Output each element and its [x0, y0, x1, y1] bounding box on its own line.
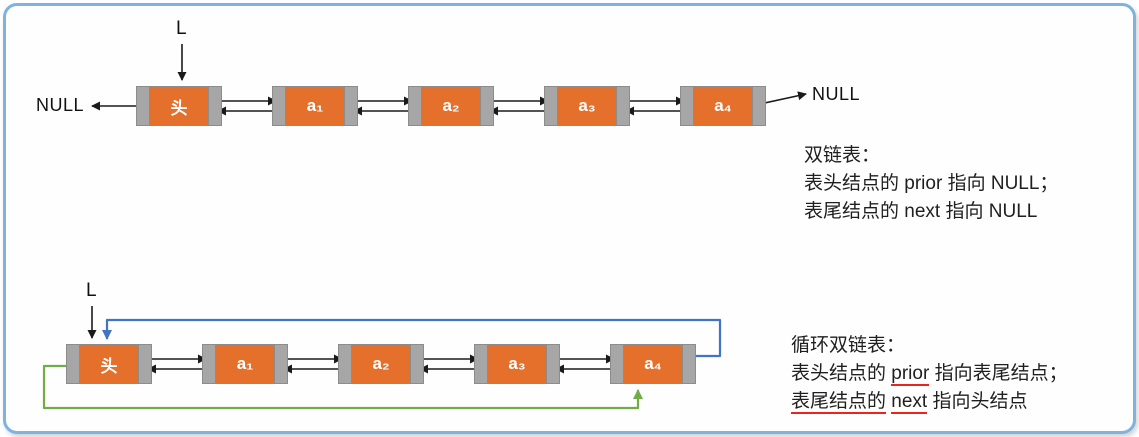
list-node: a₃ — [544, 86, 630, 126]
node-label: a₄ — [694, 87, 752, 125]
notes-title: 循环双链表： — [791, 335, 906, 356]
next-field — [410, 345, 423, 383]
circular-list-notes: 循环双链表： 表头结点的 prior 指向表尾结点； 表尾结点的 next 指向… — [791, 332, 1068, 416]
node-label: a₁ — [216, 345, 274, 383]
note-text: 指向表尾结点； — [929, 363, 1068, 384]
next-field — [480, 87, 493, 125]
prior-field — [475, 345, 488, 383]
notes-title: 双链表： — [804, 145, 881, 166]
next-field — [344, 87, 357, 125]
list-node: a₁ — [202, 344, 288, 384]
prior-field — [339, 345, 352, 383]
diagram-frame: L NULL NULL 头 a₁ a₂ a₃ a₄ 双链表 — [3, 3, 1136, 434]
next-field — [546, 345, 559, 383]
node-label: 头 — [80, 345, 138, 383]
node-label: a₃ — [488, 345, 546, 383]
prior-field — [611, 345, 624, 383]
list-node: a₁ — [272, 86, 358, 126]
prior-field — [137, 87, 150, 125]
next-field — [138, 345, 151, 383]
list-node: a₂ — [408, 86, 494, 126]
prior-field — [545, 87, 558, 125]
node-label: a₃ — [558, 87, 616, 125]
notes-line: 表尾结点的 next 指向 NULL — [804, 201, 1038, 222]
prior-field — [203, 345, 216, 383]
null-pointer-arrow-right — [759, 91, 807, 105]
note-emphasis-next: next — [891, 391, 928, 414]
notes-line: 表尾结点的 next 指向头结点 — [791, 388, 1068, 416]
next-field — [208, 87, 221, 125]
prior-field — [67, 345, 80, 383]
node-label: 头 — [150, 87, 208, 125]
note-text: 表头结点的 — [791, 363, 892, 384]
note-emphasis-prior: prior — [891, 363, 930, 386]
prior-field — [409, 87, 422, 125]
list-node-head: 头 — [66, 344, 152, 384]
list-pointer-label: L — [176, 18, 187, 39]
list-node: a₂ — [338, 344, 424, 384]
prior-field — [273, 87, 286, 125]
node-label: a₂ — [422, 87, 480, 125]
doubly-list-notes: 双链表： 表头结点的 prior 指向 NULL； 表尾结点的 next 指向 … — [804, 142, 1058, 226]
node-label: a₁ — [286, 87, 344, 125]
notes-line: 表头结点的 prior 指向表尾结点； — [791, 360, 1068, 388]
notes-line: 表头结点的 prior 指向 NULL； — [804, 173, 1059, 194]
list-node-tail: a₄ — [610, 344, 696, 384]
next-field — [616, 87, 629, 125]
node-label: a₄ — [624, 345, 682, 383]
list-node-tail: a₄ — [680, 86, 766, 126]
next-field — [274, 345, 287, 383]
next-field — [682, 345, 695, 383]
note-emphasis-tail: 表尾结点的 — [791, 391, 887, 414]
list-node: a₃ — [474, 344, 560, 384]
list-pointer-label: L — [86, 280, 97, 301]
note-text: 指向头结点 — [927, 391, 1028, 412]
prior-field — [681, 87, 694, 125]
null-label-right: NULL — [812, 84, 861, 104]
next-field — [752, 87, 765, 125]
null-label-left: NULL — [36, 95, 85, 115]
node-label: a₂ — [352, 345, 410, 383]
list-node-head: 头 — [136, 86, 222, 126]
